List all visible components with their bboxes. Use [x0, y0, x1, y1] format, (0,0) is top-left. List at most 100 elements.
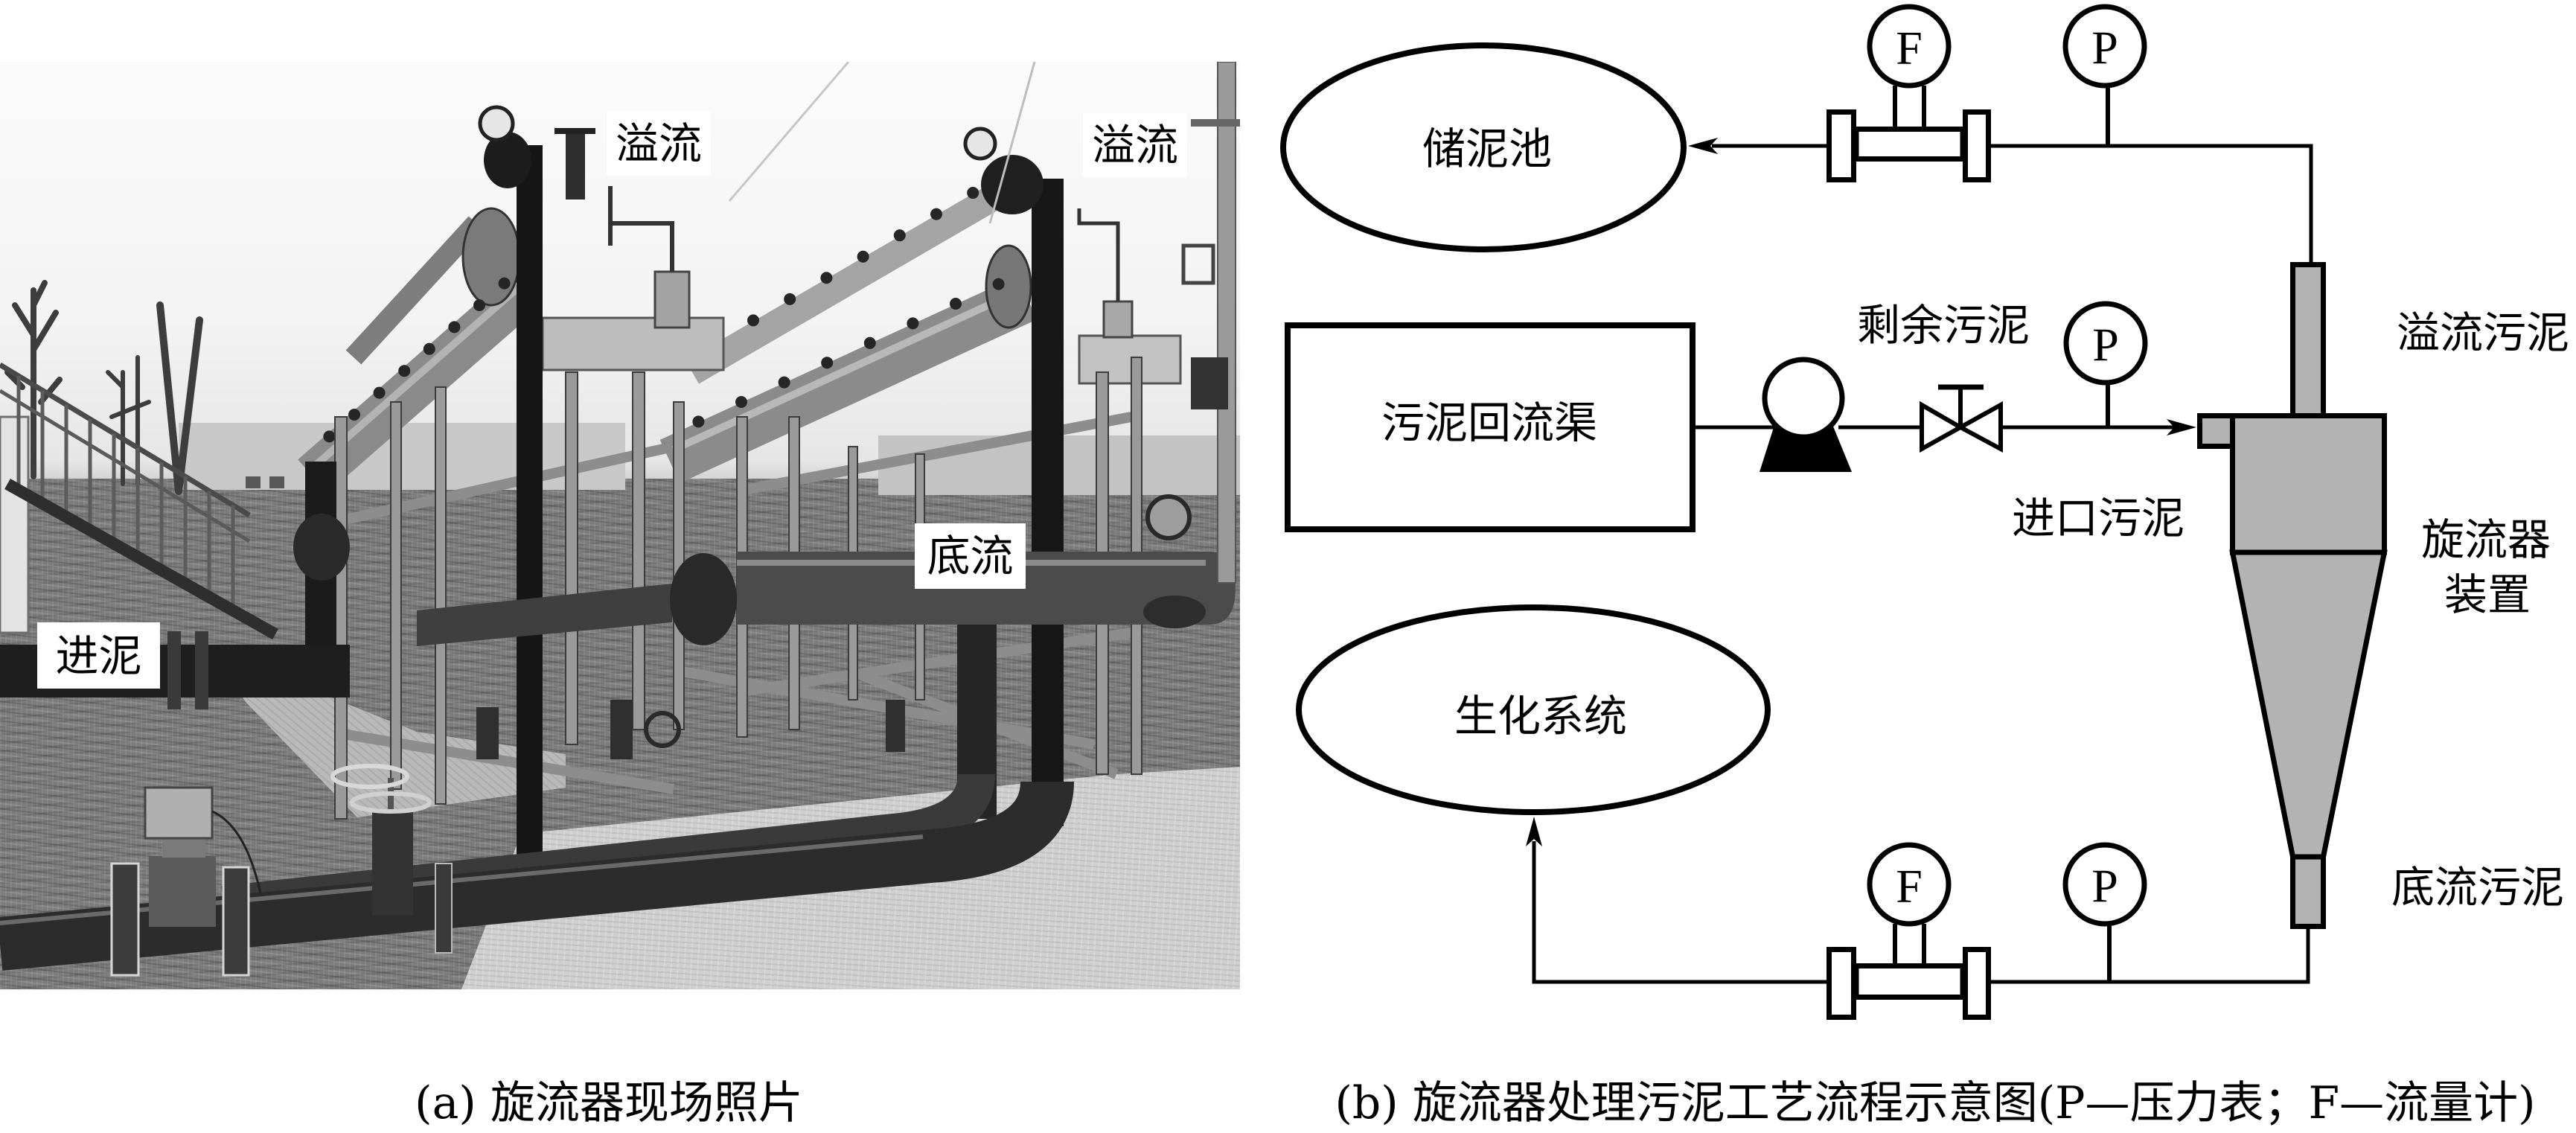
- left-upper-pipe: [345, 216, 485, 365]
- underflow-line: P F: [1526, 817, 2310, 1020]
- flange-bolt: [784, 293, 796, 305]
- return-channel-box: [1285, 322, 1696, 532]
- flange-bolt: [448, 321, 461, 333]
- flange-bolt: [950, 298, 962, 310]
- left-platform: [541, 316, 725, 371]
- right-pressure-gauge: [963, 127, 997, 161]
- overflow-pipe-connector: [1991, 144, 2313, 262]
- pole-equipment: [1181, 243, 1215, 285]
- photo-label-underflow: 底流: [915, 523, 1026, 589]
- rack-valve: [610, 700, 633, 759]
- return-channel-node: 污泥回流渠: [1285, 322, 1696, 532]
- right-cyclone-cylinder: [659, 275, 1038, 484]
- biochem-system-label: 生化系统: [1454, 691, 1627, 741]
- flow-meter-flange-left: [1826, 947, 1856, 1020]
- flow-meter-icon: [1867, 842, 1952, 927]
- valve-icon-right: [1955, 400, 2003, 453]
- flange-bolt: [373, 386, 386, 399]
- overhead-wire: [728, 62, 850, 202]
- left-overflow-elbow: [484, 132, 531, 188]
- rack-valve: [886, 700, 905, 752]
- railing-posts: [16, 376, 235, 610]
- cyclone-overflow-pipe: [2290, 262, 2326, 418]
- frame-post: [565, 371, 578, 745]
- right-platform: [1078, 334, 1182, 385]
- cyclone-label-line1: 旋流器: [2421, 514, 2551, 565]
- overflow-line: P F: [1688, 4, 2313, 262]
- caption-panel-b: (b) 旋流器处理污泥工艺流程示意图(P—压力表；F—流量计): [1335, 1077, 2536, 1129]
- gate-valves: [330, 764, 453, 954]
- underflow-pipe-connector: [1991, 929, 2310, 984]
- flow-meter-converter: [144, 786, 214, 840]
- cyclone-cone: [2229, 549, 2388, 860]
- flow-meter-body: [149, 856, 216, 927]
- biochem-system-ellipse: [1296, 604, 1771, 815]
- frame-beam: [735, 628, 1133, 698]
- flow-meter-body: [1853, 963, 1966, 1000]
- right-small-tank: [1102, 300, 1134, 339]
- cyclone-cylinder: [2230, 413, 2387, 555]
- inlet-pipe: [0, 462, 350, 709]
- right-overflow-pipe: [1032, 179, 1064, 826]
- frame-beam: [735, 412, 1133, 497]
- flange-bolt: [778, 376, 790, 389]
- arrow-to-biochem-system-icon: [1526, 817, 1542, 846]
- stair-stringer: [4, 479, 278, 639]
- inlet-flange: [195, 631, 208, 709]
- pole-shaft: [1217, 62, 1236, 584]
- process-flow-diagram: 储泥池 P F 污泥回流渠 P 剩余污泥: [1280, 4, 2569, 1020]
- valve-handwheel: [330, 764, 409, 789]
- utility-pole: [728, 62, 1240, 584]
- pipe-flange: [435, 863, 453, 954]
- valve-handwheel: [350, 791, 432, 814]
- left-overflow-pipe: [517, 145, 543, 860]
- right-cyclone-head-flange: [985, 244, 1032, 329]
- inlet-line: P: [1696, 301, 2196, 472]
- rack-valve: [476, 707, 499, 759]
- photo-label-overflow-right: 溢流: [1083, 113, 1187, 177]
- stair-handrail: [0, 363, 251, 517]
- pole-equipment: [1191, 357, 1228, 409]
- building-window: [246, 476, 261, 488]
- steel-posts: [334, 357, 1142, 820]
- frame-post: [334, 416, 348, 820]
- flange-bolt: [821, 357, 834, 369]
- valve-icon-left: [1920, 400, 1966, 453]
- pressure-gauge-symbol: P: [2092, 319, 2119, 371]
- flange-bolt: [907, 317, 919, 330]
- flange-bolt: [893, 229, 906, 242]
- flange-bolt: [498, 277, 511, 290]
- pressure-gauge-icon: [2063, 301, 2148, 386]
- building-window: [269, 476, 284, 488]
- flow-meter-flange: [222, 866, 250, 977]
- inlet-flange: [167, 631, 181, 709]
- flow-meter-symbol: F: [1896, 22, 1923, 74]
- underflow-sludge-label: 底流污泥: [2391, 862, 2564, 913]
- rack-handwheel: [644, 711, 681, 748]
- flange-bolt: [863, 336, 876, 349]
- top-valve-body: [566, 133, 585, 200]
- left-building-wall: [0, 415, 30, 634]
- front-bottom-pipe: [0, 780, 1074, 971]
- right-overflow-elbow: [981, 155, 1043, 214]
- photo-label-overflow-left: 溢流: [607, 112, 711, 176]
- pump-icon: [1762, 357, 1845, 440]
- right-cylinder-highlight: [671, 284, 1029, 453]
- pressure-gauge-symbol: P: [2091, 860, 2118, 913]
- arrow-to-cyclone-icon: [2167, 419, 2196, 435]
- flange-bolt: [348, 409, 360, 421]
- pressure-gauge-icon: [2062, 842, 2147, 927]
- biochem-system-node: 生化系统: [1296, 604, 1771, 815]
- flange-bolt: [323, 430, 336, 443]
- frame-post: [435, 386, 447, 805]
- flange-bolt: [747, 314, 759, 327]
- rear-bottom-pipe: [221, 773, 995, 923]
- inlet-valve: [293, 514, 350, 581]
- excess-sludge-label: 剩余污泥: [1857, 300, 2030, 351]
- flow-meter-flange-right: [1963, 947, 1991, 1020]
- flange-bolt: [473, 299, 485, 311]
- overflow-sludge-label: 溢流污泥: [2397, 307, 2569, 358]
- storage-tank-ellipse: [1280, 42, 1687, 252]
- flange-bolt: [992, 278, 1005, 290]
- cyclone-underflow-pipe: [2290, 854, 2326, 929]
